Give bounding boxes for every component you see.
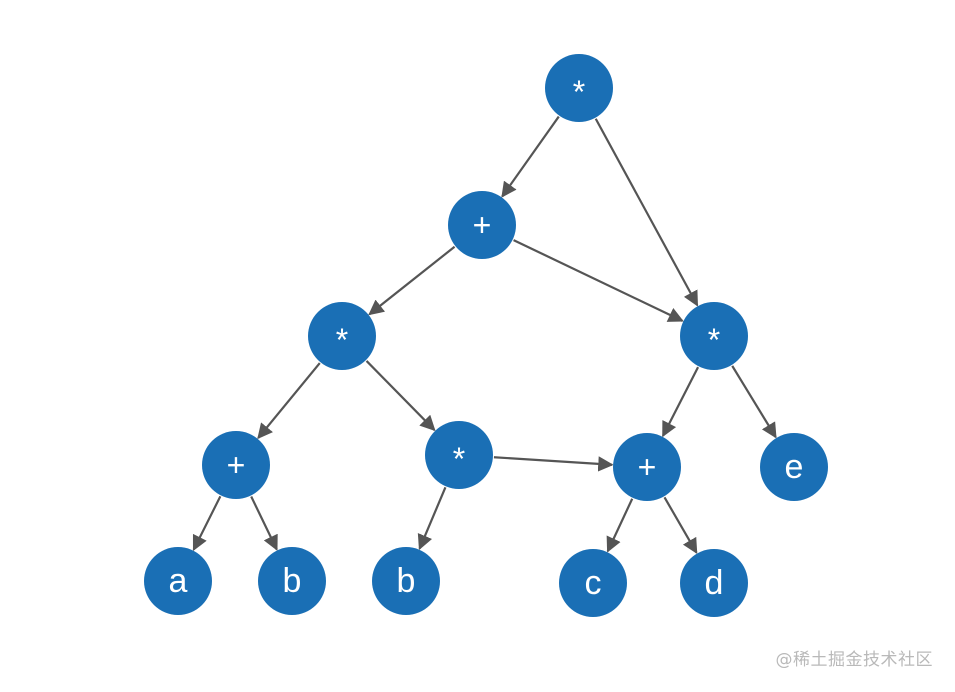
node-n12: c — [559, 549, 627, 617]
node-circle — [425, 421, 493, 489]
edge-n6-to-n7 — [493, 456, 614, 472]
node-circle — [372, 547, 440, 615]
node-label: * — [708, 322, 720, 358]
edge-n4-to-n7 — [661, 366, 700, 438]
node-n10: b — [258, 547, 326, 615]
node-circle — [545, 54, 613, 122]
node-circle — [680, 549, 748, 617]
edge-n3-to-n6 — [365, 360, 436, 432]
node-label: d — [705, 564, 724, 602]
node-label: + — [638, 449, 657, 485]
node-circle — [144, 547, 212, 615]
edge-n3-to-n5 — [257, 362, 321, 440]
node-n3: * — [308, 302, 376, 370]
node-label: + — [227, 447, 246, 483]
node-label: a — [169, 562, 188, 600]
edge-n7-to-n13 — [663, 496, 698, 555]
node-label: + — [473, 207, 492, 243]
node-label: b — [283, 562, 302, 600]
node-n1: * — [545, 54, 613, 122]
node-n2: + — [448, 191, 516, 259]
edge-n1-to-n4 — [594, 118, 699, 307]
node-circle — [680, 302, 748, 370]
node-label: * — [573, 74, 585, 110]
node-circle — [202, 431, 270, 499]
watermark: @稀土掘金技术社区 — [775, 650, 933, 670]
edge-n2-to-n4 — [513, 239, 684, 322]
edge-n5-to-n9 — [192, 495, 222, 552]
node-label: c — [585, 564, 602, 602]
node-circle — [448, 191, 516, 259]
edge-n6-to-n11 — [417, 486, 447, 551]
node-n5: + — [202, 431, 270, 499]
nodes-layer: * + * * + * + e a b b c d — [144, 54, 828, 617]
node-label: * — [336, 322, 348, 358]
node-n11: b — [372, 547, 440, 615]
node-circle — [258, 547, 326, 615]
edge-n7-to-n12 — [606, 498, 634, 553]
node-n8: e — [760, 433, 828, 501]
edges-layer — [192, 115, 777, 555]
edge-n4-to-n8 — [731, 365, 777, 439]
edge-n2-to-n3 — [368, 245, 456, 316]
node-label: * — [453, 441, 465, 477]
node-n13: d — [680, 549, 748, 617]
node-n6: * — [425, 421, 493, 489]
node-label: b — [397, 562, 416, 600]
node-label: e — [785, 448, 804, 486]
node-circle — [308, 302, 376, 370]
node-n7: + — [613, 433, 681, 501]
node-n4: * — [680, 302, 748, 370]
edge-n1-to-n2 — [501, 115, 560, 198]
node-n9: a — [144, 547, 212, 615]
node-circle — [613, 433, 681, 501]
node-circle — [760, 433, 828, 501]
edge-n5-to-n10 — [250, 496, 278, 551]
node-circle — [559, 549, 627, 617]
